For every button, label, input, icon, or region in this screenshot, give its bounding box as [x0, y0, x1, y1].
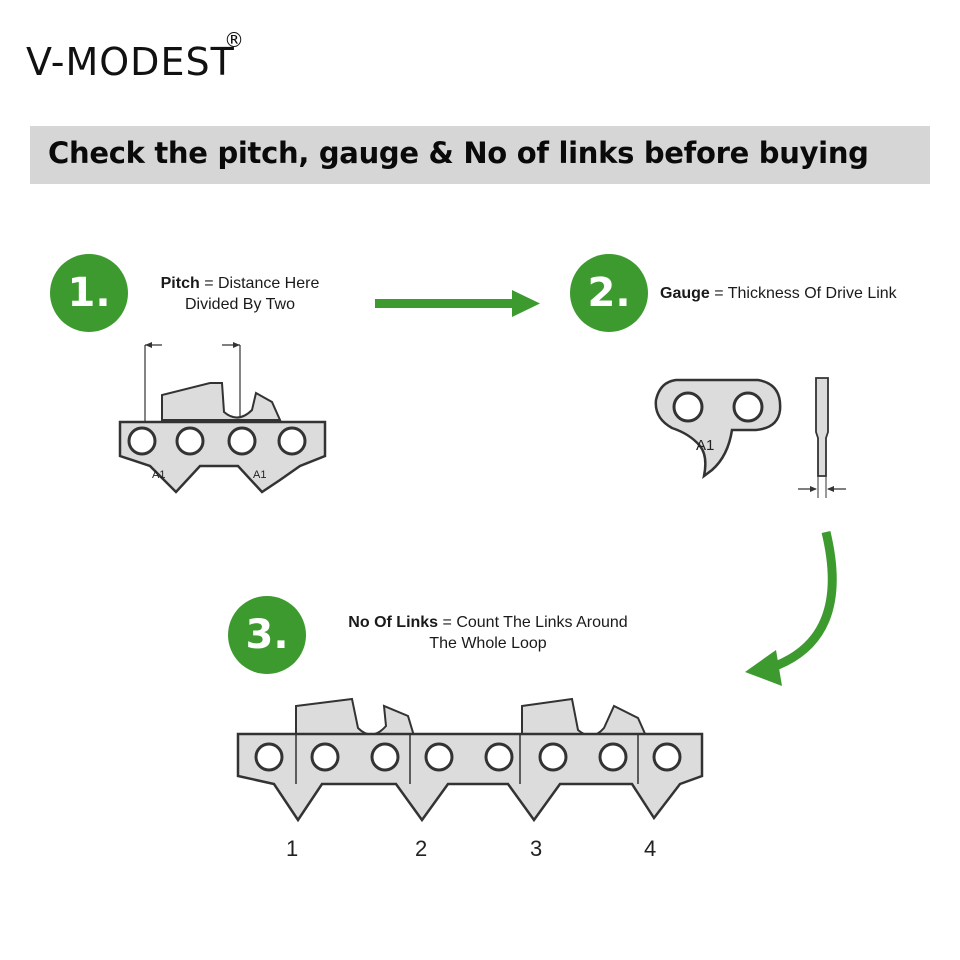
- link-number-4: 4: [644, 836, 657, 861]
- link-number-1: 1: [286, 836, 299, 861]
- step-3-badge: 3.: [228, 596, 306, 674]
- link-number-2: 2: [415, 836, 428, 861]
- step-3-desc-line2: The Whole Loop: [429, 635, 547, 652]
- step-2-term: Gauge: [660, 285, 710, 302]
- step-1-number: 1.: [67, 270, 111, 316]
- step-2-number: 2.: [587, 270, 631, 316]
- brand-logo: V-MODEST: [26, 40, 235, 84]
- step-3-term: No Of Links: [348, 614, 439, 631]
- headline-banner: Check the pitch, gauge & No of links bef…: [30, 126, 930, 184]
- link-mark-c: A1: [696, 437, 714, 454]
- link-number-3: 3: [530, 836, 543, 861]
- gauge-side-view: [798, 377, 846, 498]
- step-1-desc-line1: = Distance Here: [199, 275, 320, 292]
- step-3-desc-line1: = Count The Links Around: [438, 614, 628, 631]
- step-2-desc-line1: = Thickness Of Drive Link: [709, 285, 897, 302]
- step-3-caption: No Of Links = Count The Links Around The…: [318, 612, 658, 654]
- registered-mark: ®: [224, 28, 244, 52]
- step-1-term: Pitch: [160, 275, 200, 292]
- step-2-badge: 2.: [570, 254, 648, 332]
- link-count-chain-illustration: [236, 697, 704, 823]
- pitch-chain-illustration: A1 A1: [118, 342, 327, 494]
- link-mark-b: A1: [253, 469, 266, 481]
- drive-link-illustration: A1: [654, 378, 782, 479]
- step-1-badge: 1.: [50, 254, 128, 332]
- step-3-number: 3.: [245, 612, 289, 658]
- arrow-right-icon: [375, 290, 540, 317]
- headline-text: Check the pitch, gauge & No of links bef…: [48, 136, 869, 170]
- link-mark-a: A1: [152, 469, 165, 481]
- curved-arrow-icon: [745, 530, 837, 686]
- step-1-caption: Pitch = Distance Here Divided By Two: [140, 273, 340, 315]
- step-2-caption: Gauge = Thickness Of Drive Link: [660, 283, 930, 304]
- step-1-desc-line2: Divided By Two: [185, 296, 295, 313]
